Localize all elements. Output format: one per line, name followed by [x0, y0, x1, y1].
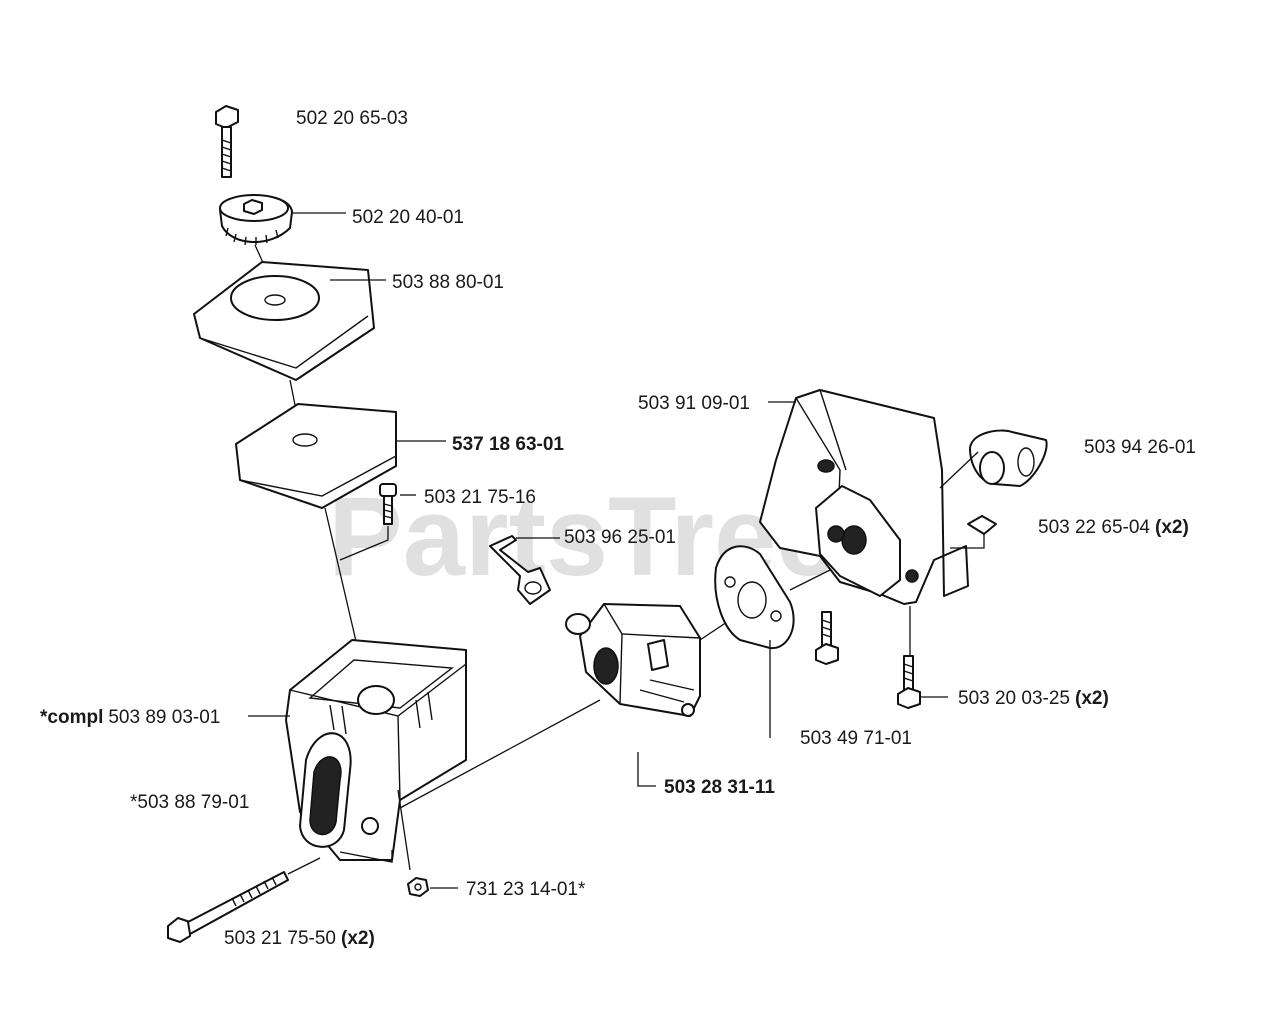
- label-knob: 502 20 40-01: [352, 207, 464, 228]
- knob-part[interactable]: [219, 194, 293, 246]
- carburetor-part[interactable]: [565, 603, 701, 717]
- label-long-bolt-number: 503 21 75-50: [224, 928, 336, 949]
- screw-top-part[interactable]: [215, 105, 239, 178]
- long-bolt-part[interactable]: [167, 871, 289, 943]
- label-gasket: 503 49 71-01: [800, 728, 912, 749]
- lever-part[interactable]: [489, 535, 551, 605]
- bolt-bottom-part[interactable]: [897, 655, 921, 709]
- label-filter-cover: 503 88 80-01: [392, 272, 504, 293]
- label-bolt-bottom-number: 503 20 03-25: [958, 688, 1070, 709]
- boot-part[interactable]: [969, 429, 1048, 487]
- gasket-part[interactable]: [714, 545, 795, 650]
- label-housing-prefix: *compl: [40, 707, 103, 728]
- label-housing-number: 503 89 03-01: [108, 707, 220, 728]
- clip-part[interactable]: [967, 515, 997, 535]
- filter-housing-part[interactable]: [285, 639, 467, 863]
- label-bolt-bottom: 503 20 03-25(x2): [958, 688, 1109, 709]
- label-filter: 537 18 63-01: [452, 434, 564, 455]
- label-long-bolt: 503 21 75-50(x2): [224, 928, 375, 949]
- nut-part[interactable]: [407, 877, 429, 897]
- label-bolt-bottom-qty: (x2): [1075, 688, 1109, 709]
- label-clip: 503 22 65-04(x2): [1038, 517, 1189, 538]
- label-nut: 731 23 14-01*: [466, 879, 586, 900]
- label-screw-top: 502 20 65-03: [296, 108, 408, 129]
- label-handle-side: *503 88 79-01: [130, 792, 249, 813]
- screw-small-part[interactable]: [379, 483, 397, 525]
- label-lever: 503 96 25-01: [564, 527, 676, 548]
- label-boot: 503 94 26-01: [1084, 437, 1196, 458]
- label-carburetor: 503 28 31-11: [664, 777, 775, 798]
- filter-cover-part[interactable]: [193, 261, 375, 381]
- label-long-bolt-qty: (x2): [341, 928, 375, 949]
- label-intake-cover: 503 91 09-01: [638, 393, 750, 414]
- label-clip-qty: (x2): [1155, 517, 1189, 538]
- intake-cover-part[interactable]: [759, 389, 969, 605]
- bolt-mid-part[interactable]: [815, 611, 839, 665]
- label-screw-small: 503 21 75-16: [424, 487, 536, 508]
- filter-part[interactable]: [235, 403, 397, 509]
- label-clip-number: 503 22 65-04: [1038, 517, 1150, 538]
